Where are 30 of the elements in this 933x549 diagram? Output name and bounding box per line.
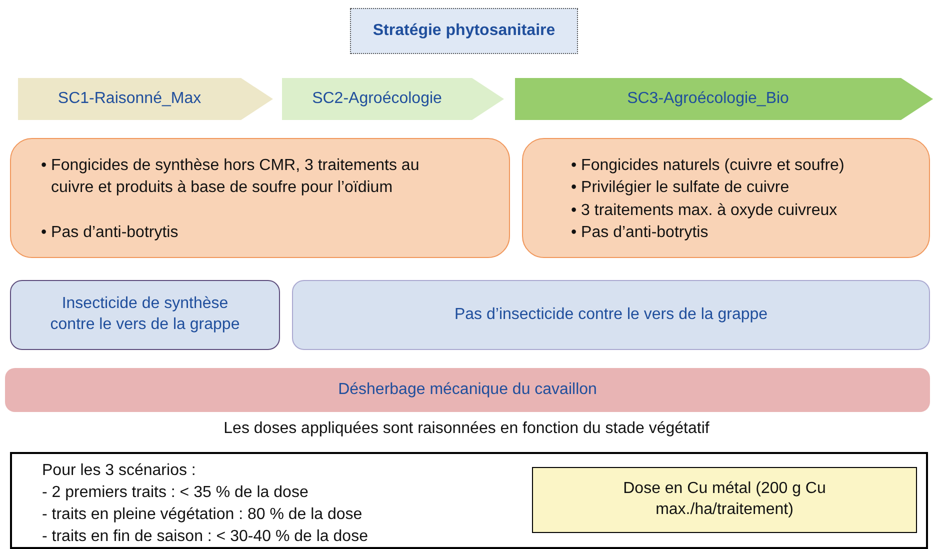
bullet-item: • Fongicides naturels (cuivre et soufre) xyxy=(571,156,846,176)
scenario-label: SC3-Agroécologie_Bio xyxy=(627,88,789,109)
scenario-label: SC2-Agroécologie xyxy=(312,88,442,109)
band-text: Désherbage mécanique du cavaillon xyxy=(338,380,597,400)
bullet-item: • Pas d’anti-botrytis xyxy=(571,223,710,244)
note-text: Les doses appliquées sont raisonnées en fonction du stade végétatif xyxy=(222,420,710,438)
weeding-band xyxy=(5,368,930,412)
note-heading: Pour les 3 scénarios : xyxy=(42,461,197,481)
box-text: Insecticide de synthèse contre le vers de la grappe xyxy=(49,294,241,335)
title-box xyxy=(350,8,578,54)
box-text: Pas d’insecticide contre le vers de la grappe xyxy=(454,304,768,325)
insecticide-box xyxy=(292,280,930,350)
bullet-item: • Pas d’anti-botrytis xyxy=(41,222,180,243)
note-line: - 2 premiers traits : < 35 % de la dose xyxy=(42,483,310,503)
scenario-banner xyxy=(515,78,933,120)
bullet-item: • 3 traitements max. à oxyde cuivreux xyxy=(571,200,838,221)
note-line: - traits en fin de saison : < 30-40 % de la dose xyxy=(42,527,369,547)
scenario-label: SC1-Raisonné_Max xyxy=(58,88,202,109)
note-line: - traits en pleine végétation : 80 % de la dose xyxy=(42,505,364,525)
insecticide-box xyxy=(10,280,280,350)
fungicide-box xyxy=(522,138,930,258)
title-text: Stratégie phytosanitaire xyxy=(372,20,556,41)
bullet-item: • Privilégier le sulfate de cuivre xyxy=(571,178,790,198)
scenario-banner xyxy=(282,78,504,120)
fungicide-box xyxy=(10,138,510,258)
bullet-item: • Fongicides de synthèse hors CMR, 3 traitements au cuivre et produits à base de soufre pour l’oïdium xyxy=(41,156,420,198)
copper-dose-box xyxy=(532,467,917,533)
box-text: Dose en Cu métal (200 g Cu max./ha/traitement) xyxy=(622,479,827,520)
scenario-banner xyxy=(18,78,273,120)
dose-note-panel xyxy=(10,452,928,549)
